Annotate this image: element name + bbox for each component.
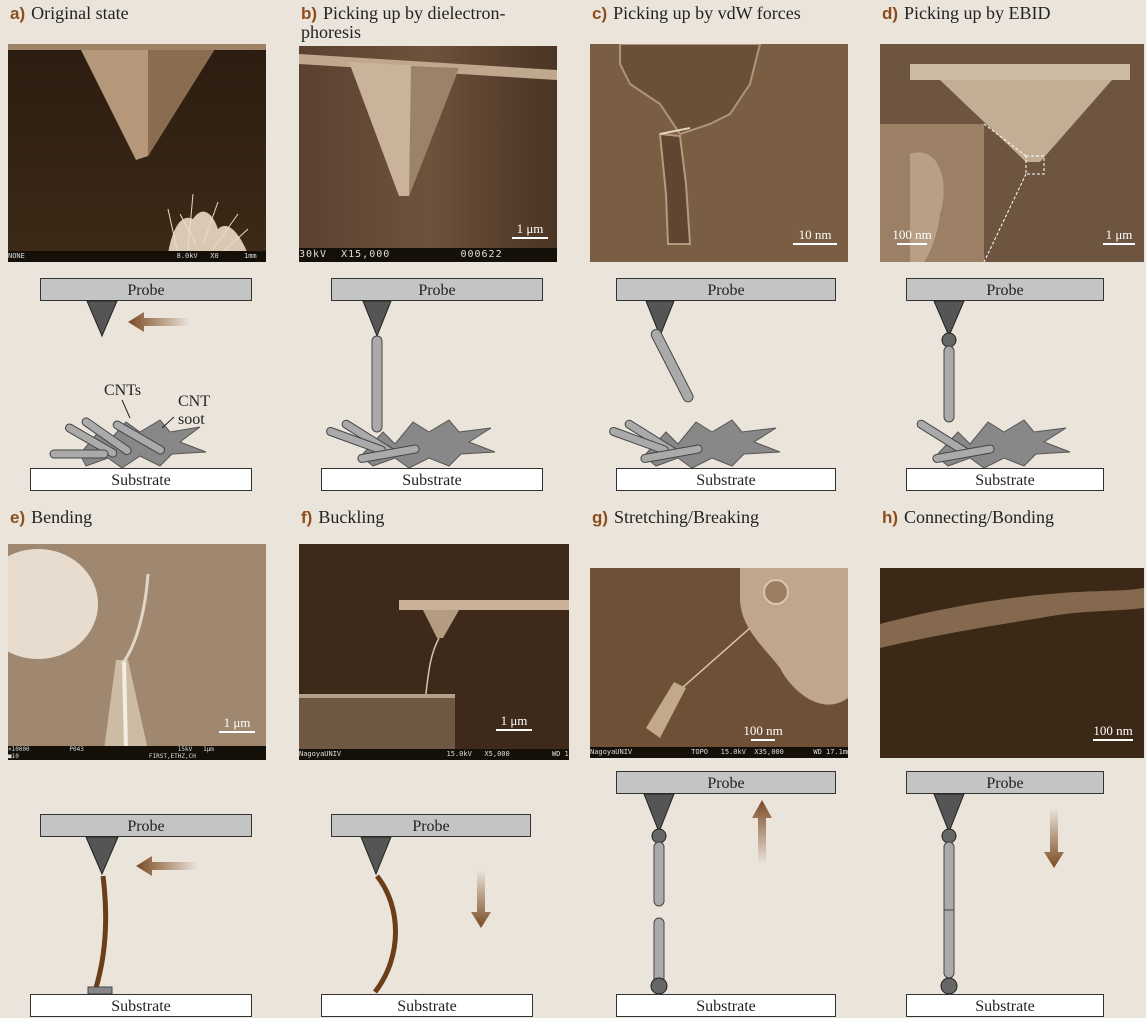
- inset-scale-bar: 100 nm: [884, 228, 940, 245]
- sem-info-strip: NONE 8.0kV X0 1mm WD 0.0mm: [8, 251, 266, 262]
- sem-info-strip: NagoyaUNIV TOPO 15.0kV X35,000 WD 17.1mm: [590, 747, 848, 758]
- sem-probe-tip-image: [8, 44, 266, 262]
- sem-image-f: 1 μm NagoyaUNIV 15.0kV X5,000 WD 16.2mm: [299, 544, 569, 760]
- panel-title: c) Picking up by vdW forces: [592, 4, 854, 23]
- panel-letter: e): [10, 508, 25, 527]
- panel-title: a) Original state: [10, 4, 272, 23]
- diagram-a: Probe CNTs CNT soot Substrate: [0, 272, 272, 490]
- label-cnt-soot-line1: CNT: [178, 393, 210, 410]
- panel-title-text: Stretching/Breaking: [614, 507, 759, 527]
- pickup-diagram: [872, 272, 1144, 490]
- panel-h: h) Connecting/Bonding 100 nm Probe Substr…: [872, 504, 1144, 994]
- panel-title: e) Bending: [10, 508, 272, 527]
- substrate-box: Substrate: [616, 468, 836, 491]
- panel-letter: d): [882, 4, 898, 23]
- label-cnts: CNTs: [104, 382, 141, 399]
- sem-image-a: NONE 8.0kV X0 1mm WD 0.0mm: [8, 44, 266, 262]
- scale-bar-label: 100 nm: [738, 724, 788, 737]
- scale-bar: 100 nm: [1088, 724, 1138, 741]
- diagram-c: Probe Substrate: [582, 272, 854, 490]
- sem-image-e: 1 μm ×10000 P043 15kV 1μm ■10 FIRST,ETHZ…: [8, 544, 266, 760]
- scale-bar-label: 1 μm: [495, 714, 533, 727]
- scale-bar: 1 μm: [218, 716, 256, 733]
- diagram-b: Probe Substrate: [291, 272, 563, 490]
- inset-scale-bar-label: 100 nm: [884, 228, 940, 241]
- scale-bar-label: 1 μm: [511, 222, 549, 235]
- sem-stretching-image: [590, 568, 848, 758]
- diagram-d: Probe Substrate: [872, 272, 1144, 490]
- pickup-diagram: [582, 272, 854, 490]
- sem-image-g: 100 nm NagoyaUNIV TOPO 15.0kV X35,000 WD…: [590, 568, 848, 758]
- sem-image-c: 10 nm: [590, 44, 848, 262]
- panel-title-text: Picking up by dielectron-phoresis: [301, 3, 506, 42]
- label-cnt-soot-line2: soot: [178, 411, 205, 428]
- scale-bar: 1 μm: [1100, 228, 1138, 245]
- panel-title: g) Stretching/Breaking: [592, 508, 854, 527]
- diagram-h: Probe Substrate: [872, 776, 1144, 994]
- panel-title: d) Picking up by EBID: [882, 4, 1144, 23]
- scale-bar: 1 μm: [511, 222, 549, 239]
- panel-title-text: Original state: [31, 3, 128, 23]
- panel-title-text: Bending: [31, 507, 92, 527]
- bonding-diagram: [872, 776, 1144, 1016]
- panel-a: a)Original state NONE 8.0k: [0, 0, 272, 490]
- panel-letter: g): [592, 508, 608, 527]
- sem-info-strip: ×10000 P043 15kV 1μm ■10 FIRST,ETHZ,CH: [8, 746, 266, 760]
- panel-e: e) Bending 1 μm ×10000 P043 15kV 1μm ■10 …: [0, 504, 272, 994]
- panel-title-text: Connecting/Bonding: [904, 507, 1054, 527]
- scale-bar-label: 100 nm: [1088, 724, 1138, 737]
- scale-bar: 100 nm: [738, 724, 788, 741]
- panel-d: d)Picking up by EBID 100 nm 1 μm Probe: [872, 0, 1144, 490]
- diagram-f: Probe Substrate: [291, 776, 563, 994]
- scale-bar: 1 μm: [495, 714, 533, 731]
- panel-title: b)Picking up by dielectron-phoresis: [301, 4, 563, 42]
- panel-title-text: Buckling: [318, 507, 384, 527]
- panel-letter: f): [301, 508, 312, 527]
- panel-letter: b): [301, 4, 317, 23]
- diagram-g: Probe Substrate: [582, 776, 854, 994]
- panel-title: f) Buckling: [301, 508, 563, 527]
- sem-image-b: 1 μm 30kV X15,000 000622: [299, 46, 557, 262]
- bending-diagram: [0, 776, 272, 994]
- panel-title-text: Picking up by vdW forces: [613, 3, 801, 23]
- panel-b: b)Picking up by dielectron-phoresis 1 μm…: [291, 0, 563, 490]
- panel-c: c)Picking up by vdW forces 10 nm Probe: [582, 0, 854, 490]
- sem-image-d: 100 nm 1 μm: [880, 44, 1144, 262]
- panel-letter: h): [882, 508, 898, 527]
- sem-info-strip: 30kV X15,000 000622: [299, 248, 557, 262]
- panel-f: f)Buckling 1 μm NagoyaUNIV 15.0kV X5,000…: [291, 504, 563, 994]
- substrate-box: Substrate: [321, 468, 543, 491]
- scale-bar-label: 1 μm: [218, 716, 256, 729]
- scale-bar: 10 nm: [790, 228, 840, 245]
- substrate-box: Substrate: [30, 468, 252, 491]
- panel-letter: a): [10, 4, 25, 23]
- panel-letter: c): [592, 4, 607, 23]
- pickup-diagram: [291, 272, 563, 490]
- sem-info-strip: NagoyaUNIV 15.0kV X5,000 WD 16.2mm: [299, 749, 569, 760]
- panel-g: g) Stretching/Breaking 100 nm NagoyaUNIV …: [582, 504, 854, 994]
- sem-image-h: 100 nm: [880, 568, 1144, 758]
- buckling-diagram: [291, 776, 563, 994]
- diagram-e: Probe Substrate: [0, 776, 272, 994]
- substrate-box: Substrate: [906, 468, 1104, 491]
- stretching-diagram: [582, 776, 854, 1016]
- panel-title: h) Connecting/Bonding: [882, 508, 1144, 527]
- scale-bar-label: 1 μm: [1100, 228, 1138, 241]
- panel-title-text: Picking up by EBID: [904, 3, 1051, 23]
- pickup-diagram: [0, 272, 272, 490]
- scale-bar-label: 10 nm: [790, 228, 840, 241]
